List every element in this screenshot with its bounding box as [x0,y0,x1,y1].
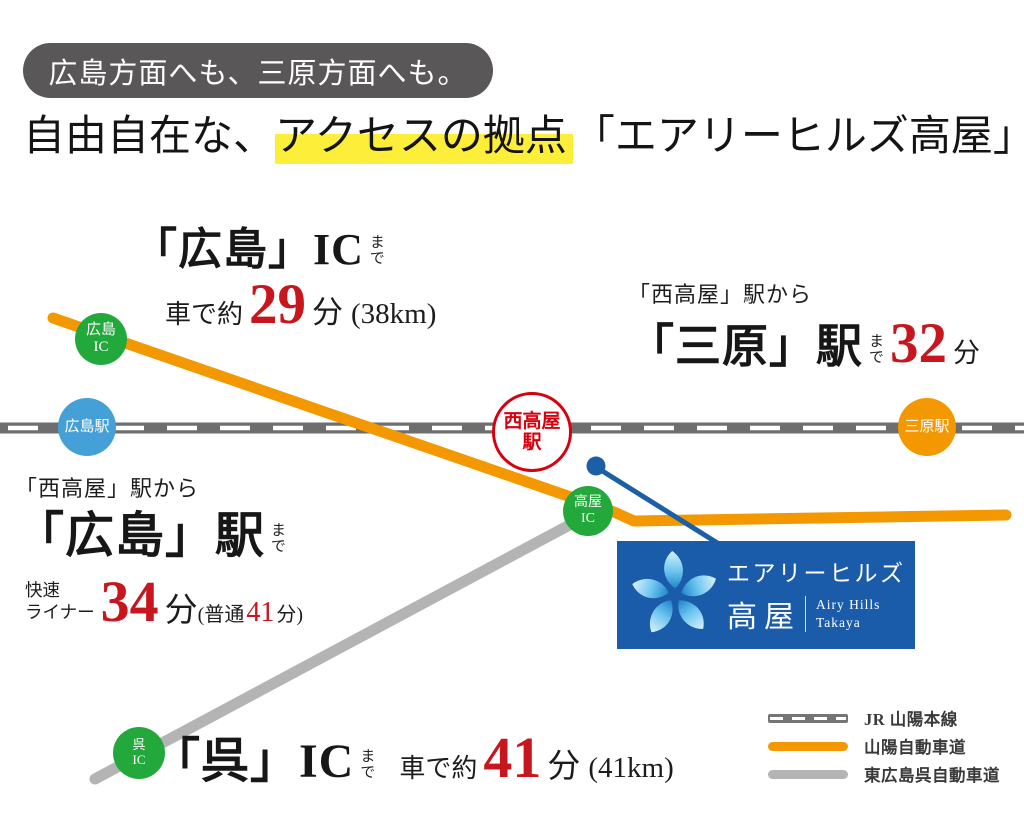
site-location-dot [586,456,606,476]
logo-name-kana: エアリーヒルズ [727,561,906,586]
legend-label: 東広島呉自動車道 [864,766,1000,785]
origin-label: 「西高屋」駅から [15,476,200,501]
travel-mode: 車で約 [399,754,478,783]
suffix-made: まで [269,522,286,554]
travel-mode: 車で約 [165,300,244,329]
sanyo-expressway-sample [768,741,848,751]
site-connector-line [594,464,721,547]
minutes-unit: 分 [164,593,198,629]
note-hiroshima-station: 「西高屋」駅から 「広島」駅 まで 快速 ライナー 34 分 (普通 41 分) [15,471,303,634]
suffix-made: まで [367,234,384,266]
destination-label: 「広島」IC [133,225,364,274]
minutes-unit: 分 [953,338,980,368]
marker-kure-ic: 呉 IC [113,727,165,779]
note-mihara-station: 「西高屋」駅から 「三原」駅 まで 32 分 [628,277,980,375]
marker-label: IC [581,511,595,526]
marker-takaya-ic: 高屋 IC [563,486,613,536]
title-post: 「エアリーヒルズ高屋」 [572,114,1024,160]
legend-label: 山陽自動車道 [864,738,966,757]
suffix-made: まで [358,748,375,780]
destination-label: 「広島」駅 [15,508,266,563]
note-time-row: 「三原」駅 まで 32 分 [628,312,980,375]
note-time-row: 車で約 29 分 (38km) [165,273,437,336]
logo-en-line2: Takaya [816,615,861,630]
minutes-value: 41 [483,725,542,790]
title-highlighted: アクセスの拠点 [275,114,573,164]
pinwheel-logo-icon [632,551,716,633]
suffix-made: まで [867,333,883,366]
marker-label: 西高屋 [503,410,561,432]
logo-divider [805,596,806,632]
marker-hiroshima-ic: 広島 IC [75,313,127,365]
origin-label: 「西高屋」駅から [628,282,813,307]
minutes-value: 34 [100,569,159,634]
legend-row-sanyo-expressway: 山陽自動車道 [768,738,1000,757]
minutes-value: 32 [890,312,947,375]
alt-minutes-value: 41 [246,597,275,628]
minutes-value: 29 [249,273,307,336]
sanyo-expressway-line [47,312,1012,527]
marker-mihara-station: 三原駅 [898,398,956,456]
destination-label: 「三原」駅 [628,321,863,372]
marker-label: IC [93,339,109,355]
legend-row-railway: JR 山陽本線 [768,710,1000,729]
marker-label: 三原駅 [904,418,950,435]
note-hiroshima-ic: 「広島」IC まで 車で約 29 分 (38km) [133,228,437,336]
travel-mode-line1: 快速 [25,580,60,601]
minutes-unit: 分 [312,295,344,330]
page-title: 自由自在な、アクセスの拠点「エアリーヒルズ高屋」 [23,113,1024,164]
alt-time-prefix: (普通 [197,604,245,626]
legend-label: JR 山陽本線 [864,710,958,729]
map-legend: JR 山陽本線 山陽自動車道 東広島呉自動車道 [768,710,1000,794]
airy-hills-takaya-logo-plate: エアリーヒルズ 高屋 Airy Hills Takaya [617,541,915,649]
note-time-row: 「呉」IC まで 車で約 41 分 (41km) [152,725,674,790]
railway-line-sample [768,713,848,723]
marker-label: 呉 [132,737,146,753]
headline-banner-text: 広島方面へも、三原方面へも。 [48,57,468,90]
marker-label: IC [132,752,146,767]
distance-label: (41km) [588,752,674,784]
logo-name-english: Airy Hills Takaya [816,596,880,632]
marker-hiroshima-station: 広島駅 [58,398,116,456]
legend-row-kure-expressway: 東広島呉自動車道 [768,766,1000,785]
marker-label: 駅 [522,432,542,453]
title-pre: 自由自在な、 [23,114,276,160]
note-destination-row: 「広島」駅 まで [15,511,303,560]
note-time-row: 快速 ライナー 34 分 (普通 41 分) [25,569,303,634]
logo-name-kanji: 高屋 [727,601,801,634]
note-destination-row: 「広島」IC まで [133,228,436,272]
destination-label: 「呉」IC [152,735,355,788]
kure-expressway-sample [768,769,848,779]
travel-mode-line2: ライナー [25,602,95,623]
marker-nishitakaya-station: 西高屋 駅 [492,392,572,472]
travel-mode: 快速 ライナー [25,580,95,624]
logo-en-line1: Airy Hills [816,596,881,612]
note-kure-ic: 「呉」IC まで 車で約 41 分 (41km) [152,725,674,790]
distance-label: (38km) [351,298,437,330]
headline-banner: 広島方面へも、三原方面へも。 [23,43,493,98]
kure-expressway-line [89,508,596,785]
marker-label: 広島駅 [64,418,110,435]
marker-label: 高屋 [574,495,602,511]
alt-time-suffix: 分) [276,604,303,626]
marker-label: 広島 [85,322,116,339]
minutes-unit: 分 [547,749,581,785]
logo-text: エアリーヒルズ 高屋 Airy Hills Takaya [727,554,906,636]
